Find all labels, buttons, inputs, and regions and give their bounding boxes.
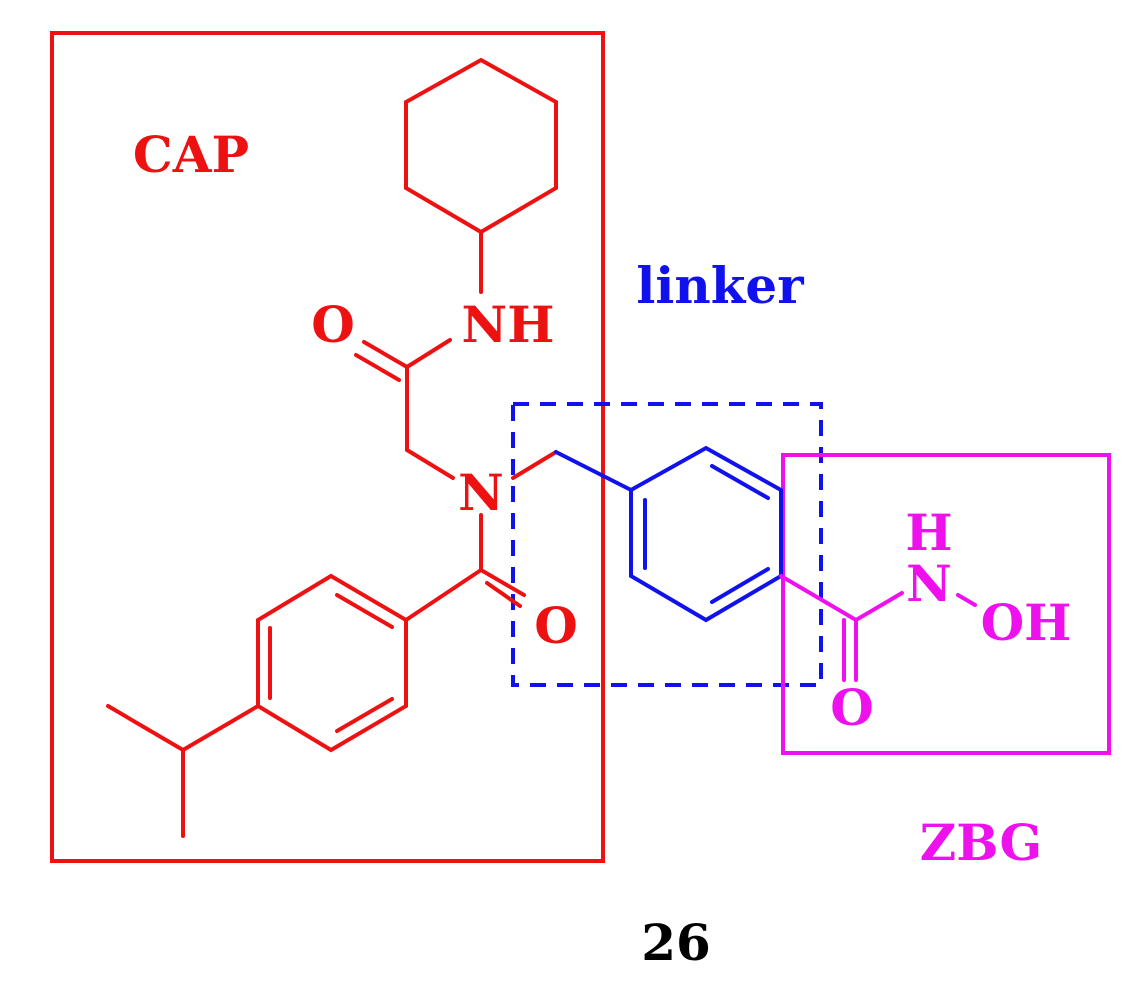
hydroxamic-nitrogen: N [906, 554, 952, 613]
linker-benzene-ring [629, 445, 783, 623]
zbg-label: ZBG [920, 813, 1042, 872]
linker-bonds [554, 445, 783, 623]
compound-number: 26 [641, 913, 711, 972]
cyclohexane-ring [404, 57, 558, 235]
hydroxamic-h: H [905, 503, 952, 562]
zbg-bonds [779, 574, 977, 682]
linker-label: linker [636, 256, 804, 315]
hydroxamic-carbonyl-oxygen: O [830, 678, 874, 737]
cap-label: CAP [133, 125, 249, 184]
hydroxamic-oh: OH [981, 593, 1072, 652]
zbg-region-box [781, 453, 1111, 755]
cap-region-box [50, 31, 605, 863]
linker-region-box [511, 402, 823, 687]
carbonyl-oxygen: O [534, 596, 578, 655]
cap-bonds [106, 57, 558, 838]
isopropyl-benzene-ring [256, 573, 408, 753]
amide-nh: NH [462, 295, 555, 354]
tertiary-nitrogen: N [458, 463, 504, 522]
amide-oxygen: O [311, 295, 355, 354]
